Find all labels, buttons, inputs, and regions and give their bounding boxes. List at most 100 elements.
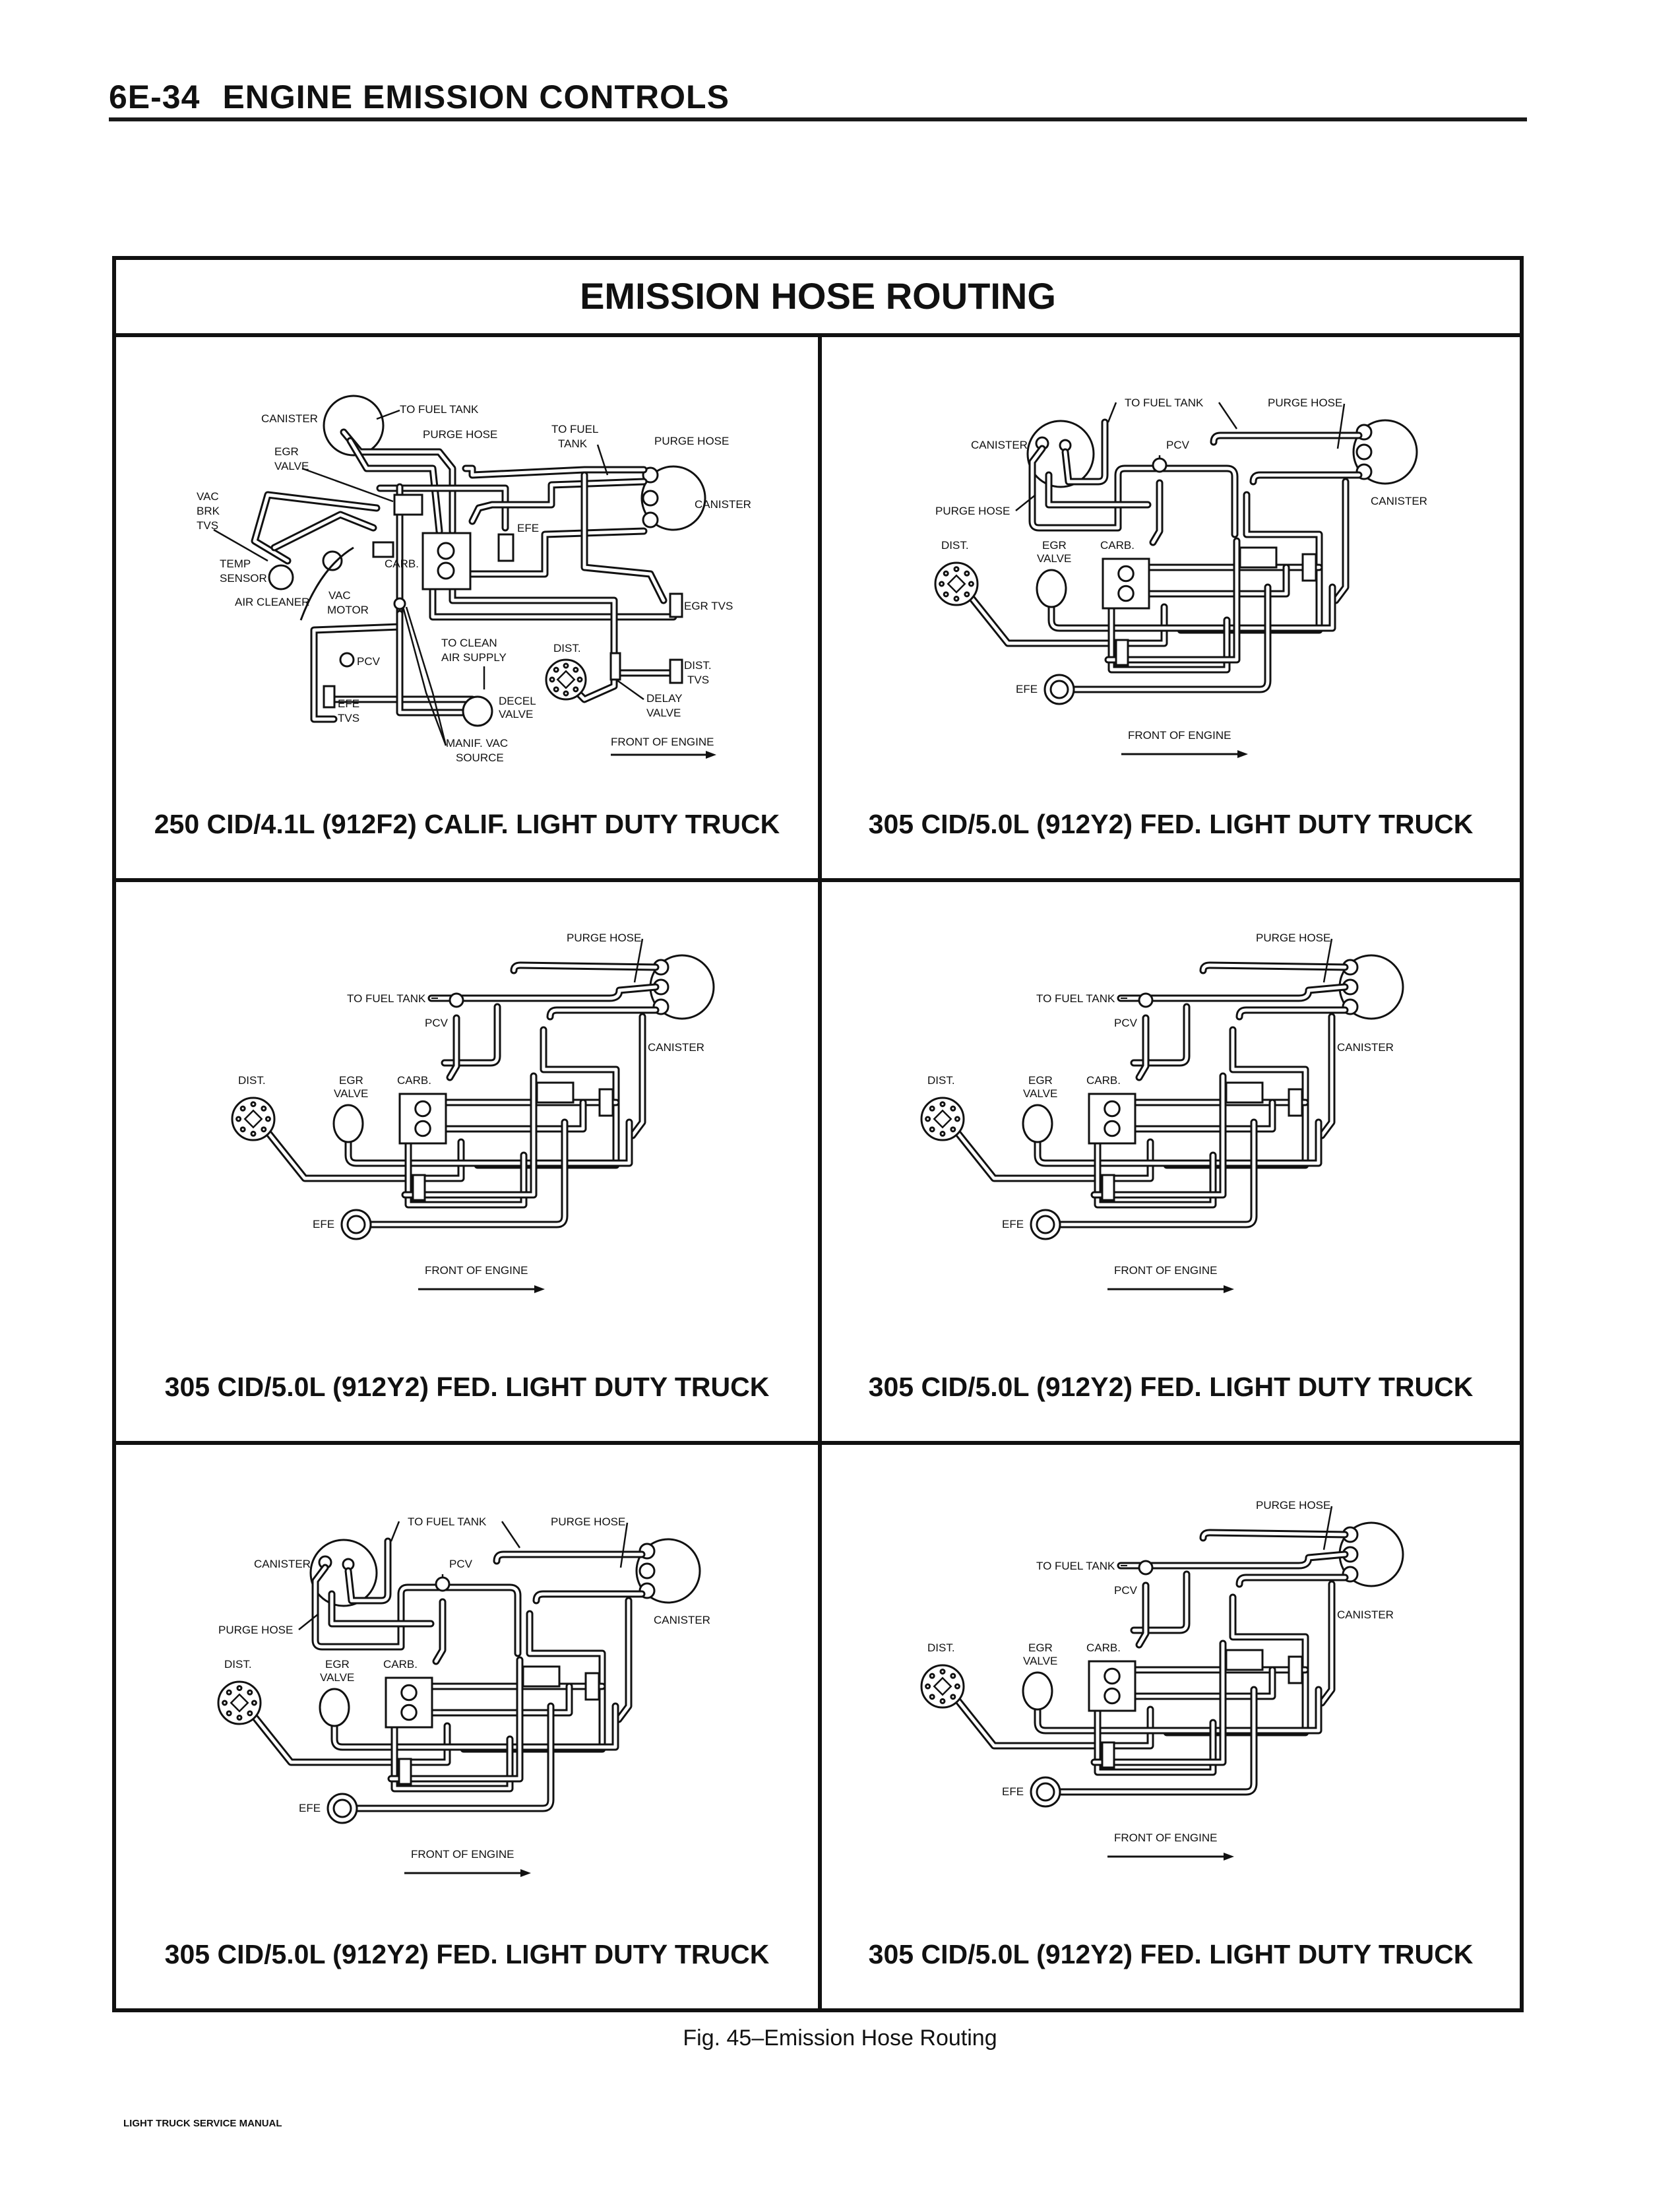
diagram-label: VAC [197, 490, 219, 503]
vac-motor-icon [322, 550, 343, 571]
vacuum-tee-block [1225, 1081, 1264, 1104]
hose-inner [1119, 1552, 1347, 1568]
diagram-label: FRONT OF ENGINE [425, 1264, 528, 1277]
tvs-switch-icon [1288, 1088, 1303, 1117]
distributor-terminal [943, 591, 949, 598]
efe-valve-inner [346, 1215, 366, 1234]
hose-connector [1115, 639, 1129, 666]
hose [1130, 1570, 1191, 1634]
diagram-label: DECEL [499, 695, 536, 707]
diagram-label: CANISTER [1337, 1609, 1394, 1621]
leader-line [298, 1613, 319, 1630]
diagram-label: SENSOR [220, 572, 267, 585]
leader-line [213, 528, 268, 562]
distributor-terminal [939, 1130, 946, 1137]
diagram-label: FRONT OF ENGINE [1114, 1832, 1217, 1844]
diagram-label: FRONT OF ENGINE [411, 1848, 514, 1861]
distributor-terminal [563, 690, 569, 697]
hose-inner [1092, 1074, 1225, 1197]
panel-caption: 250 CID/4.1L (912F2) CALIF. LIGHT DUTY T… [154, 809, 780, 839]
hose-inner [1132, 1005, 1189, 1065]
hose-inner [313, 1566, 520, 1655]
distributor-terminal [929, 1105, 935, 1112]
distributor-terminal [250, 1130, 257, 1137]
pcv-valve-icon [435, 1576, 451, 1592]
hose-inner [312, 485, 402, 721]
hose-inner [434, 1600, 445, 1663]
diagram-label: CARB. [1086, 1074, 1121, 1087]
diagram-label: EFE [338, 697, 359, 710]
canister-port [1355, 443, 1373, 461]
diagram-label: TVS [687, 674, 709, 686]
diagram-panel-305-fed: 305 CID/5.0L (912Y2) FED. LIGHT DUTY TRU… [116, 1445, 822, 2008]
diagram-label: SOURCE [456, 751, 504, 764]
diagram-label: VALVE [274, 460, 309, 472]
diagram-label: EGR TVS [684, 600, 733, 612]
carb-bore [437, 542, 455, 560]
diagram-label: PURGE HOSE [551, 1515, 625, 1528]
distributor-terminal [264, 1116, 271, 1122]
arrow-head-icon [706, 751, 716, 759]
leader-line [1322, 938, 1333, 983]
diagram-label: DIST. [927, 1641, 955, 1654]
efe-valve-inner [332, 1799, 352, 1818]
panel-caption: 305 CID/5.0L (912Y2) FED. LIGHT DUTY TRU… [868, 1372, 1474, 1402]
pcv-valve-icon [1138, 1560, 1154, 1576]
diagram-label: VALVE [1023, 1087, 1057, 1100]
hose-inner [332, 1704, 617, 1749]
distributor-terminal [553, 666, 559, 673]
leader-line [1336, 403, 1346, 449]
hose-inner [1049, 585, 1334, 630]
carburetor-icon [421, 532, 472, 590]
diagram-label: PCV [425, 1017, 449, 1029]
leader-line [402, 606, 447, 746]
hose-inner [429, 1684, 571, 1715]
carb-bore [1104, 1687, 1121, 1705]
diagram-label: PURGE HOSE [935, 505, 1010, 517]
diagram-panel-305-fed: 305 CID/5.0L (912Y2) FED. LIGHT DUTY TRU… [822, 1445, 1520, 2008]
page-number: 6E-34 [109, 79, 201, 115]
hose-inner [1132, 1100, 1274, 1131]
panel-caption: 305 CID/5.0L (912Y2) FED. LIGHT DUTY TRU… [164, 1372, 770, 1402]
diagram-label: EFE [313, 1218, 334, 1230]
hose-inner [1047, 473, 1150, 507]
diagram-label: TO CLEAN [441, 637, 497, 649]
diagram-label: VALVE [499, 708, 533, 720]
distributor-terminal [250, 1101, 257, 1108]
diagram-label: EGR [1028, 1641, 1053, 1654]
diagram-label: CANISTER [254, 1558, 311, 1570]
carb-bore [437, 561, 455, 580]
diagram-label: CARB. [383, 1658, 418, 1671]
diagram-label: EFE [1002, 1218, 1024, 1230]
leader-line [390, 1521, 400, 1542]
distributor-terminal [953, 566, 960, 573]
distributor-terminal [563, 662, 569, 669]
hose-connector [412, 1174, 426, 1201]
hose-connector [1101, 1741, 1115, 1769]
hose-inner [1320, 1582, 1334, 1705]
efe-valve-inner [1049, 680, 1069, 699]
diagram-label: DIST. [238, 1074, 266, 1087]
canister-icon [323, 395, 385, 457]
panel-caption: 305 CID/5.0L (912Y2) FED. LIGHT DUTY TRU… [868, 809, 1474, 839]
egr-valve-icon [1022, 1671, 1053, 1711]
diagram-label: TVS [197, 519, 218, 532]
hose-inner [1092, 1641, 1225, 1764]
distributor-terminal [247, 1710, 253, 1717]
diagram-label: TVS [338, 712, 359, 724]
manifold-vacuum-fitting [393, 597, 406, 610]
diagram-label: EFE [1016, 683, 1038, 695]
hose-inner [1030, 447, 1237, 536]
hose-connector [1101, 1174, 1115, 1201]
diagram-label: EFE [299, 1802, 321, 1814]
vacuum-tee-block [1225, 1649, 1264, 1671]
diagram-label: PCV [1114, 1584, 1138, 1597]
hose-inner [378, 486, 507, 530]
leader-line [301, 467, 394, 503]
diagram-label: DIST. [927, 1074, 955, 1087]
hose-inner [1072, 585, 1270, 691]
distributor-terminal [236, 1685, 243, 1692]
section-title: ENGINE EMISSION CONTROLS [222, 79, 730, 115]
